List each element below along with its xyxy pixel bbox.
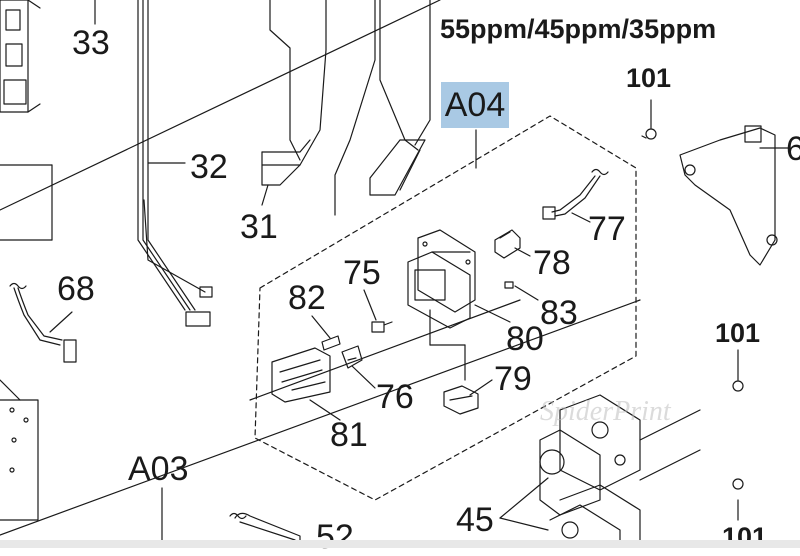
connector-78 xyxy=(494,229,521,259)
watermark-text: SpiderPrint xyxy=(540,396,671,427)
cable-32 xyxy=(137,0,213,327)
bracket-80 xyxy=(407,229,476,381)
harness-77 xyxy=(542,168,609,220)
bracket-6 xyxy=(679,125,791,266)
a04-group-outline xyxy=(254,115,637,501)
part-76 xyxy=(341,345,363,369)
callout-32: 32 xyxy=(190,148,228,186)
callout-80: 80 xyxy=(506,320,544,358)
housing-left xyxy=(0,379,39,521)
callout-76: 76 xyxy=(376,378,414,416)
callout-33: 33 xyxy=(72,24,110,62)
part-75 xyxy=(371,321,393,333)
reference-line xyxy=(249,299,521,401)
leader-81 xyxy=(309,399,341,421)
leader-45a xyxy=(499,477,549,519)
leader-76 xyxy=(351,365,376,389)
leader-80 xyxy=(474,304,511,323)
leader-79 xyxy=(469,379,493,396)
model-speed-header: 55ppm/45ppm/35ppm xyxy=(440,14,717,44)
leader-31 xyxy=(261,184,269,206)
leader-45b xyxy=(499,517,549,531)
leader-75 xyxy=(363,289,377,321)
part-82 xyxy=(321,335,341,351)
leader-82 xyxy=(311,315,331,339)
frame-part-33 xyxy=(0,0,41,113)
callout-82: 82 xyxy=(288,279,326,317)
bottom-strip xyxy=(0,540,800,548)
callout-78: 78 xyxy=(533,244,571,282)
harness-68 xyxy=(9,282,77,363)
leader-68 xyxy=(49,311,73,333)
group-tag-a04[interactable]: A04 xyxy=(441,82,509,128)
callout-75: 75 xyxy=(343,254,381,292)
callout-81: 81 xyxy=(330,416,368,454)
screw-101-bottom xyxy=(732,478,744,521)
leader-83 xyxy=(514,285,539,301)
leader-77 xyxy=(571,212,591,223)
screw-101-top xyxy=(641,99,657,140)
part-83 xyxy=(504,281,514,289)
callout-79: 79 xyxy=(494,360,532,398)
motor-assembly-45 xyxy=(539,394,701,548)
callout-83: 83 xyxy=(540,294,578,332)
screw-101-middle xyxy=(732,349,744,392)
flat-cable-31 xyxy=(261,0,431,216)
leader-78 xyxy=(514,247,531,257)
callout-101-top: 101 xyxy=(626,63,672,93)
callout-6: 6 xyxy=(786,130,800,168)
callout-52: 52 xyxy=(316,518,354,556)
callout-101-middle: 101 xyxy=(715,318,761,348)
reference-line xyxy=(0,299,641,536)
reference-line xyxy=(0,0,441,211)
callout-77: 77 xyxy=(588,210,626,248)
callout-31: 31 xyxy=(240,208,278,246)
bracket-81 xyxy=(271,347,331,403)
callout-68: 68 xyxy=(57,270,95,308)
callout-45: 45 xyxy=(456,501,494,539)
callout-a03[interactable]: A03 xyxy=(128,450,189,488)
harness-52 xyxy=(229,512,301,548)
part-79 xyxy=(443,385,479,415)
